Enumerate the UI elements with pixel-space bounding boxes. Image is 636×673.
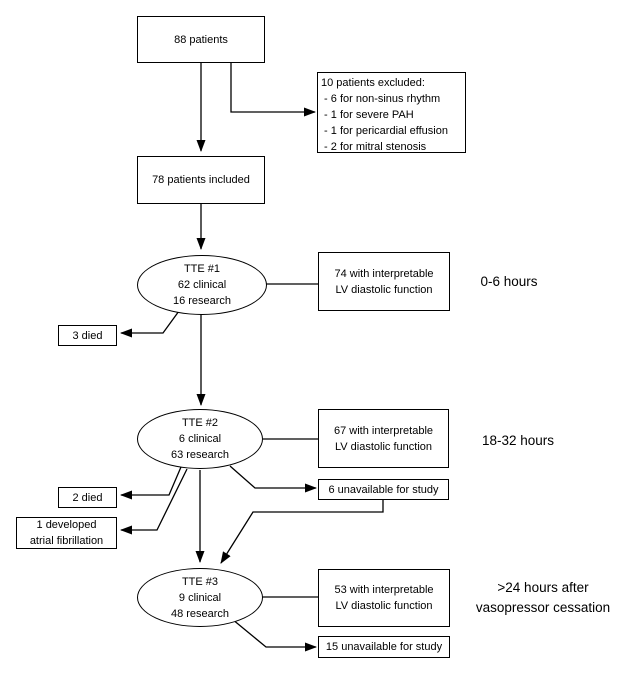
arrow-tte2-to-6unavail bbox=[229, 465, 317, 493]
excluded-item: - 2 for mitral stenosis bbox=[321, 141, 427, 153]
node-2-died-label: 2 died bbox=[72, 491, 103, 504]
node-tte2: TTE #2 6 clinical 63 research bbox=[137, 409, 263, 469]
tte2-clinical: 6 clinical bbox=[178, 433, 222, 445]
node-78-included-label: 78 patients included bbox=[152, 174, 250, 186]
node-6-unavailable: 6 unavailable for study bbox=[318, 479, 449, 500]
node-afib-line2: atrial fibrillation bbox=[29, 535, 104, 547]
arrow-tte2-to-2died bbox=[120, 466, 182, 500]
timepoint-0-6-hours: 0-6 hours bbox=[480, 274, 538, 289]
node-53-line2: LV diastolic function bbox=[335, 600, 433, 612]
node-3-died: 3 died bbox=[58, 325, 117, 346]
node-tte3: TTE #3 9 clinical 48 research bbox=[137, 568, 263, 627]
timepoint-18-32-hours: 18-32 hours bbox=[481, 433, 555, 448]
node-2-died: 2 died bbox=[58, 487, 117, 508]
arrow-6unavail-to-tte3 bbox=[220, 500, 384, 564]
timepoint-after-vasopressor-line2: vasopressor cessation bbox=[475, 600, 611, 615]
tte3-research: 48 research bbox=[170, 607, 230, 620]
node-74-interpretable: 74 with interpretable LV diastolic funct… bbox=[318, 252, 450, 311]
tte3-clinical: 9 clinical bbox=[178, 591, 222, 604]
node-88-patients-label: 88 patients bbox=[174, 33, 228, 46]
node-53-interpretable: 53 with interpretable LV diastolic funct… bbox=[318, 569, 450, 627]
excluded-title: 10 patients excluded: bbox=[321, 77, 425, 89]
node-15-unavailable: 15 unavailable for study bbox=[318, 636, 450, 658]
node-67-line2: LV diastolic function bbox=[334, 440, 433, 453]
excluded-item: - 6 for non-sinus rhythm bbox=[321, 93, 441, 105]
tte1-clinical: 62 clinical bbox=[177, 279, 227, 291]
tte1-title: TTE #1 bbox=[183, 263, 221, 275]
node-6-unavailable-label: 6 unavailable for study bbox=[328, 483, 439, 496]
node-74-line2: LV diastolic function bbox=[335, 283, 433, 296]
excluded-item: - 1 for severe PAH bbox=[321, 109, 414, 121]
timepoint-after-vasopressor: >24 hours after vasopressor cessation bbox=[448, 578, 636, 618]
node-78-included: 78 patients included bbox=[137, 156, 265, 204]
arrow-88-to-excluded bbox=[230, 63, 316, 117]
node-67-interpretable: 67 with interpretable LV diastolic funct… bbox=[318, 409, 449, 468]
node-excluded: 10 patients excluded: - 6 for non-sinus … bbox=[317, 72, 466, 153]
timepoint-after-vasopressor-line1: >24 hours after bbox=[497, 580, 589, 595]
node-53-line1: 53 with interpretable bbox=[334, 584, 434, 596]
tte2-research: 63 research bbox=[170, 449, 230, 461]
node-afib-line1: 1 developed bbox=[36, 519, 97, 531]
arrow-tte3-to-15unavail bbox=[231, 618, 317, 652]
arrow-tte2-to-afib bbox=[120, 468, 188, 535]
arrow-tte1-to-3died bbox=[120, 310, 180, 338]
node-15-unavailable-label: 15 unavailable for study bbox=[325, 641, 443, 653]
node-88-patients: 88 patients bbox=[137, 16, 265, 63]
node-67-line1: 67 with interpretable bbox=[333, 424, 434, 437]
tte3-title: TTE #3 bbox=[181, 575, 219, 588]
node-tte1: TTE #1 62 clinical 16 research bbox=[137, 255, 267, 315]
tte1-research: 16 research bbox=[172, 295, 232, 307]
node-3-died-label: 3 died bbox=[72, 329, 103, 342]
tte2-title: TTE #2 bbox=[181, 417, 219, 429]
excluded-item: - 1 for pericardial effusion bbox=[321, 125, 448, 137]
node-74-line1: 74 with interpretable bbox=[334, 267, 434, 280]
node-atrial-fibrillation: 1 developed atrial fibrillation bbox=[16, 517, 117, 549]
